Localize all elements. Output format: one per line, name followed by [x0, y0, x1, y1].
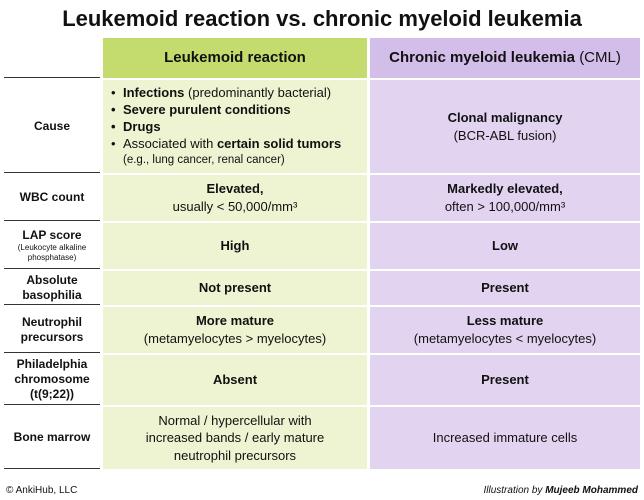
row-label-basophilia: Absolute basophilia	[4, 271, 100, 305]
list-item-note: (e.g., lung cancer, renal cancer)	[123, 153, 285, 166]
row-neutrophil: Neutrophil precursors More mature(metamy…	[4, 307, 640, 355]
cell-lap-lr: High	[103, 223, 367, 269]
illustration-credit: Illustration by Mujeeb Mohammed	[483, 485, 639, 496]
header-cml-name: Chronic myeloid leukemia	[389, 48, 576, 66]
row-label-philadelphia: Philadelphia chromosome (t(9;22))	[4, 355, 100, 405]
cell-baso-lr: Not present	[103, 271, 367, 305]
copyright: © AnkiHub, LLC	[6, 485, 78, 496]
row-label-neutrophil: Neutrophil precursors	[4, 307, 100, 353]
row-label-cause: Cause	[4, 80, 100, 173]
cell-neutro-cml: Less mature(metamyelocytes < myelocytes)	[370, 307, 640, 353]
row-basophilia: Absolute basophilia Not present Present	[4, 271, 640, 307]
row-wbc: WBC count Elevated,usually < 50,000/mm³ …	[4, 175, 640, 223]
header-corner	[4, 38, 100, 78]
page-title: Leukemoid reaction vs. chronic myeloid l…	[62, 6, 582, 31]
header-row: Leukemoid reaction Chronic myeloid leuke…	[4, 38, 640, 80]
row-label-wbc: WBC count	[4, 175, 100, 221]
header-cml: Chronic myeloid leukemia (CML)	[370, 38, 640, 78]
cause-list: Infections (predominantly bacterial) Sev…	[109, 85, 341, 168]
row-lap: LAP score(Leukocyte alkaline phosphatase…	[4, 223, 640, 271]
cell-phil-cml: Present	[370, 355, 640, 405]
row-bone-marrow: Bone marrow Normal / hypercellular with …	[4, 407, 640, 469]
list-item: Associated with certain solid tumors	[109, 136, 341, 153]
cell-phil-lr: Absent	[103, 355, 367, 405]
cell-cause-lr: Infections (predominantly bacterial) Sev…	[103, 80, 367, 173]
row-label-lap: LAP score(Leukocyte alkaline phosphatase…	[4, 223, 100, 269]
list-item: Severe purulent conditions	[109, 102, 341, 119]
comparison-table: Leukemoid reaction Chronic myeloid leuke…	[4, 38, 640, 469]
cell-wbc-cml: Markedly elevated,often > 100,000/mm³	[370, 175, 640, 221]
cell-cause-cml: Clonal malignancy (BCR-ABL fusion)	[370, 80, 640, 173]
cell-baso-cml: Present	[370, 271, 640, 305]
row-philadelphia: Philadelphia chromosome (t(9;22)) Absent…	[4, 355, 640, 407]
list-item: Drugs	[109, 119, 341, 136]
header-cml-abbr: (CML)	[579, 48, 621, 66]
cell-marrow-lr: Normal / hypercellular with increased ba…	[103, 407, 367, 469]
header-leukemoid-reaction: Leukemoid reaction	[103, 38, 367, 78]
cell-wbc-lr: Elevated,usually < 50,000/mm³	[103, 175, 367, 221]
cell-marrow-cml: Increased immature cells	[370, 407, 640, 469]
list-item: Infections (predominantly bacterial)	[109, 85, 341, 102]
row-cause: Cause Infections (predominantly bacteria…	[4, 80, 640, 175]
row-label-bone-marrow: Bone marrow	[4, 407, 100, 469]
cell-lap-cml: Low	[370, 223, 640, 269]
cell-neutro-lr: More mature(metamyelocytes > myelocytes)	[103, 307, 367, 353]
